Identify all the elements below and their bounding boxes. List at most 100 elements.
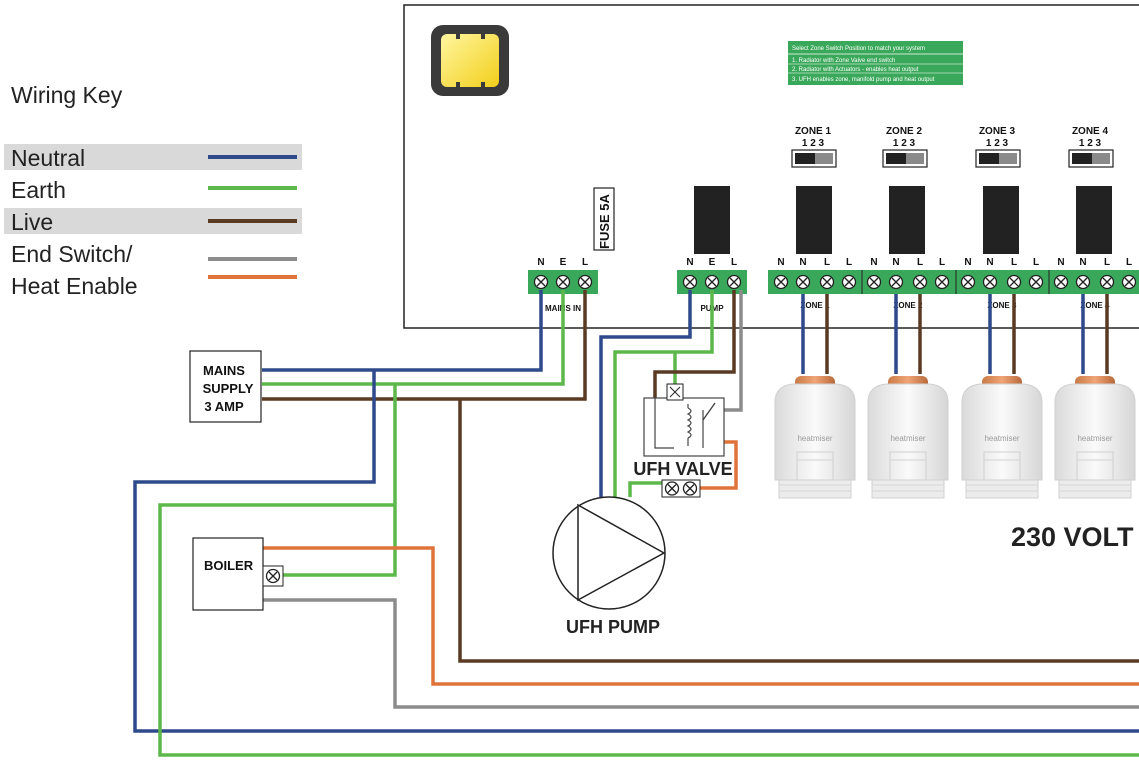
mains-supply-box: MAINS SUPPLY 3 AMP — [189, 350, 262, 423]
pump-arrow-icon — [577, 503, 666, 602]
mains-neutral-wire — [262, 290, 543, 372]
zone-1-pin-1: N — [777, 257, 784, 268]
zone-3-title: ZONE 3 — [979, 126, 1016, 137]
earth-key-label: Earth — [11, 177, 66, 203]
zone-live-wire — [458, 399, 1139, 663]
zone-switch-info: Select Zone Switch Position to match you… — [788, 41, 963, 85]
zone-3-switch-group: ZONE 3 1 2 3 — [975, 126, 1021, 168]
ufh-valve: UFH VALVE — [633, 383, 733, 498]
zone-1-actuator: heatmiser — [774, 375, 856, 499]
zone-switch-info-line-2: 2. Radiator with Actuators - enables hea… — [792, 67, 919, 73]
zone-4-title: ZONE 4 — [1072, 126, 1109, 137]
zone-1-switch-group: ZONE 1 1 2 3 — [791, 126, 837, 168]
zone-3-actuator-brand: heatmiser — [984, 434, 1019, 443]
live-key-label: Live — [11, 209, 53, 235]
heat-enable-key-label: Heat Enable — [11, 273, 138, 299]
zone-3-pin-2: N — [986, 257, 993, 268]
pump-return-wire — [628, 481, 662, 497]
wiring-key-title: Wiring Key — [11, 82, 123, 108]
wiring-centre: Select Zone Switch Position to match you… — [403, 4, 1139, 329]
zone-2-switch-group: ZONE 2 1 2 3 — [882, 126, 928, 168]
fuse-holder — [593, 187, 615, 251]
mains-pin-e: E — [560, 257, 567, 268]
zone-3-actuator: heatmiser — [961, 375, 1043, 499]
zone-1-pin-4: L — [846, 257, 852, 268]
zone-3-label: ZONE 3 — [988, 301, 1017, 310]
end-switch-key-label: End Switch/ — [11, 241, 133, 267]
zone-switch-info-line-1: 1. Radiator with Zone Valve end switch — [792, 58, 895, 64]
zone-2-relay — [889, 186, 925, 254]
mains-pin-n: N — [537, 257, 544, 268]
mains-supply-line-2: SUPPLY — [203, 381, 254, 396]
zone-4-actuator-brand: heatmiser — [1077, 434, 1112, 443]
boiler-label: BOILER — [204, 558, 254, 573]
pump-relay — [694, 186, 730, 254]
zone-4-pin-4: L — [1126, 257, 1132, 268]
mains-live-wire — [262, 290, 587, 401]
zone-2-label: ZONE 2 — [894, 301, 923, 310]
zone-switch-info-line-3: 3. UFH enables zone, manifold pump and h… — [792, 77, 935, 83]
zone-4-positions: 1 2 3 — [1079, 138, 1102, 149]
zone-1-relay — [796, 186, 832, 254]
zone-3-relay — [983, 186, 1019, 254]
pump-pin-e: E — [709, 257, 716, 268]
zone-4-terminal: N N L L ZONE 4 — [1053, 257, 1137, 310]
zone-3-pin-4: L — [1033, 257, 1039, 268]
zone-4-relay — [1076, 186, 1112, 254]
pump-pin-l: L — [731, 257, 737, 268]
zone-2-pin-3: L — [917, 257, 923, 268]
neutral-key-label: Neutral — [11, 145, 85, 171]
wiring-key: Wiring Key Neutral Earth Live End Switch… — [4, 82, 302, 299]
mains-supply-line-3: 3 AMP — [204, 399, 244, 414]
ufh-pump: UFH PUMP — [552, 496, 666, 637]
valve-end-switch-wire — [723, 290, 743, 412]
wires — [133, 290, 1139, 757]
zone-4-pin-1: N — [1057, 257, 1064, 268]
zone-switch-info-title: Select Zone Switch Position to match you… — [792, 46, 925, 52]
boiler-end-switch-wire — [263, 598, 1139, 709]
boiler-earth-wire — [278, 384, 397, 577]
pump-live-wire — [653, 290, 736, 398]
zone-2-pin-2: N — [892, 257, 899, 268]
zone-1-label: ZONE 1 — [801, 301, 830, 310]
voltage-label: 230 VOLT — [1011, 522, 1134, 552]
power-led — [441, 34, 499, 87]
valve-heat-enable-wire — [700, 440, 738, 490]
zone-2-pin-4: L — [939, 257, 945, 268]
ufh-pump-label: UFH PUMP — [566, 617, 660, 637]
zone-4-pin-2: N — [1079, 257, 1086, 268]
zone-1-pin-3: L — [824, 257, 830, 268]
zone-4-label: ZONE 4 — [1081, 301, 1110, 310]
pump-earth-wire — [613, 290, 714, 497]
zone-earth-loop-wire — [158, 503, 1139, 757]
mains-supply-line-1: MAINS — [203, 363, 245, 378]
zone-4-actuator: heatmiser — [1054, 375, 1136, 499]
mains-pin-l: L — [582, 257, 588, 268]
zone-1-actuator-brand: heatmiser — [797, 434, 832, 443]
zone-3-terminal: N N L L ZONE 3 — [960, 257, 1044, 310]
boiler-heat-enable-wire — [263, 546, 1139, 686]
pump-pin-n: N — [686, 257, 693, 268]
zone-3-positions: 1 2 3 — [986, 138, 1009, 149]
ufh-valve-label: UFH VALVE — [633, 459, 732, 479]
zone-3-pin-1: N — [964, 257, 971, 268]
zone-2-terminal: N N L L ZONE 2 — [866, 257, 950, 310]
zone-2-positions: 1 2 3 — [893, 138, 916, 149]
zone-2-pin-1: N — [870, 257, 877, 268]
zone-1-positions: 1 2 3 — [802, 138, 825, 149]
zone-2-title: ZONE 2 — [886, 126, 923, 137]
zone-2-actuator-brand: heatmiser — [890, 434, 925, 443]
zone-4-switch-group: ZONE 4 1 2 3 — [1068, 126, 1114, 168]
zone-4-pin-3: L — [1104, 257, 1110, 268]
zone-switch-info-box — [788, 41, 963, 85]
zone-2-actuator: heatmiser — [867, 375, 949, 499]
zone-1-pin-2: N — [799, 257, 806, 268]
zone-3-pin-3: L — [1011, 257, 1017, 268]
fuse-label: FUSE 5A — [597, 193, 612, 249]
pump-neutral-wire — [599, 290, 692, 497]
zone-1-terminal: N N L L ZONE 1 — [773, 257, 857, 310]
zone-1-title: ZONE 1 — [795, 126, 832, 137]
boiler-neutral-wire — [133, 370, 1139, 733]
boiler-box: BOILER — [192, 537, 284, 611]
